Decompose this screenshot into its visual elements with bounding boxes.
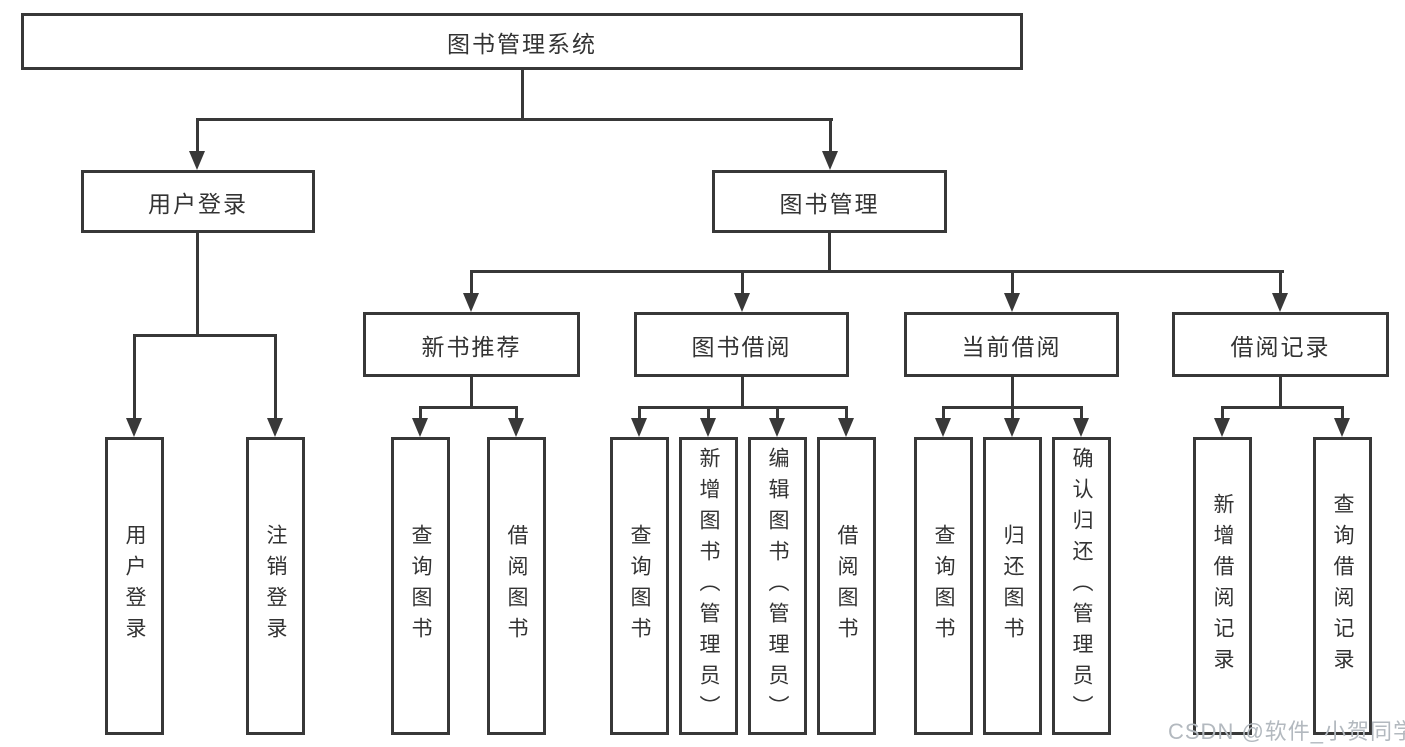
arrowhead (463, 293, 479, 312)
connector (1011, 270, 1014, 296)
arrowhead (631, 418, 647, 437)
connector (470, 377, 473, 409)
leaf-confirm-return-admin: 确认归还（管理员） (1052, 437, 1111, 735)
node-book-management: 图书管理 (712, 170, 947, 233)
leaf-add-borrow-record: 新增借阅记录 (1193, 437, 1252, 735)
connector (196, 233, 199, 337)
leaf-label: 用户登录 (123, 524, 146, 648)
node-label: 用户登录 (148, 190, 248, 217)
leaf-label: 查询图书 (932, 524, 955, 648)
leaf-label: 查询借阅记录 (1331, 493, 1354, 679)
leaf-query-books-recommend: 查询图书 (391, 437, 450, 735)
leaf-logout: 注销登录 (246, 437, 305, 735)
node-book-borrowing: 图书借阅 (634, 312, 849, 377)
arrowhead (1073, 418, 1089, 437)
arrowhead (935, 418, 951, 437)
connector (274, 334, 277, 419)
arrowhead (1004, 293, 1020, 312)
connector (1011, 406, 1014, 420)
connector (828, 232, 831, 273)
connector (1221, 406, 1344, 409)
connector (845, 406, 848, 420)
leaf-label: 归还图书 (1001, 524, 1024, 648)
node-label: 图书借阅 (691, 333, 792, 360)
leaf-label: 确认归还（管理员） (1070, 446, 1093, 726)
node-new-book-recommendation: 新书推荐 (363, 312, 580, 377)
leaf-add-book-admin: 新增图书（管理员） (679, 437, 738, 735)
connector (741, 270, 744, 296)
leaf-label: 新增图书（管理员） (697, 446, 720, 726)
connector (707, 406, 710, 420)
arrowhead (1214, 418, 1230, 437)
node-borrowing-records: 借阅记录 (1172, 312, 1389, 377)
leaf-query-borrow-record: 查询借阅记录 (1313, 437, 1372, 735)
leaf-borrow-books-borrowing: 借阅图书 (817, 437, 876, 735)
connector (776, 406, 779, 420)
node-label: 图书管理系统 (447, 30, 597, 57)
connector (1011, 377, 1014, 409)
connector (1221, 406, 1224, 420)
arrowhead (508, 418, 524, 437)
node-label: 借阅记录 (1230, 333, 1331, 360)
arrowhead (1004, 418, 1020, 437)
connector (1279, 270, 1282, 296)
leaf-label: 查询图书 (409, 524, 432, 648)
node-library-management-system: 图书管理系统 (21, 13, 1023, 70)
connector (829, 118, 832, 154)
arrowhead (189, 151, 205, 170)
leaf-query-books-borrowing: 查询图书 (610, 437, 669, 735)
arrowhead (267, 418, 283, 437)
arrowhead (412, 418, 428, 437)
arrowhead (734, 293, 750, 312)
node-label: 新书推荐 (421, 333, 522, 360)
arrowhead (822, 151, 838, 170)
leaf-label: 查询图书 (628, 524, 651, 648)
leaf-edit-book-admin: 编辑图书（管理员） (748, 437, 807, 735)
node-label: 当前借阅 (961, 333, 1062, 360)
arrowhead (1272, 293, 1288, 312)
node-user-login: 用户登录 (81, 170, 315, 233)
arrowhead (769, 418, 785, 437)
connector (1080, 406, 1083, 420)
connector (521, 69, 524, 121)
connector (196, 118, 199, 154)
connector (1279, 377, 1282, 409)
leaf-borrow-books-recommend: 借阅图书 (487, 437, 546, 735)
connector (470, 270, 1284, 273)
connector (419, 406, 518, 409)
connector (1341, 406, 1344, 420)
leaf-label: 编辑图书（管理员） (766, 446, 789, 726)
node-current-borrowing: 当前借阅 (904, 312, 1119, 377)
leaf-user-login: 用户登录 (105, 437, 164, 735)
leaf-label: 借阅图书 (505, 524, 528, 648)
connector (470, 270, 473, 296)
arrowhead (126, 418, 142, 437)
connector (133, 334, 277, 337)
leaf-label: 新增借阅记录 (1211, 493, 1234, 679)
connector (515, 406, 518, 420)
connector (133, 334, 136, 419)
connector (419, 406, 422, 420)
leaf-label: 借阅图书 (835, 524, 858, 648)
arrowhead (1334, 418, 1350, 437)
connector (942, 406, 945, 420)
connector (196, 118, 833, 121)
connector (638, 406, 641, 420)
node-label: 图书管理 (779, 190, 880, 217)
arrowhead (700, 418, 716, 437)
connector (638, 406, 848, 409)
connector (741, 377, 744, 409)
leaf-label: 注销登录 (264, 524, 287, 648)
csdn-watermark: CSDN @软件_小贺同学 (1168, 719, 1405, 744)
arrowhead (838, 418, 854, 437)
leaf-return-book: 归还图书 (983, 437, 1042, 735)
leaf-query-books-current: 查询图书 (914, 437, 973, 735)
